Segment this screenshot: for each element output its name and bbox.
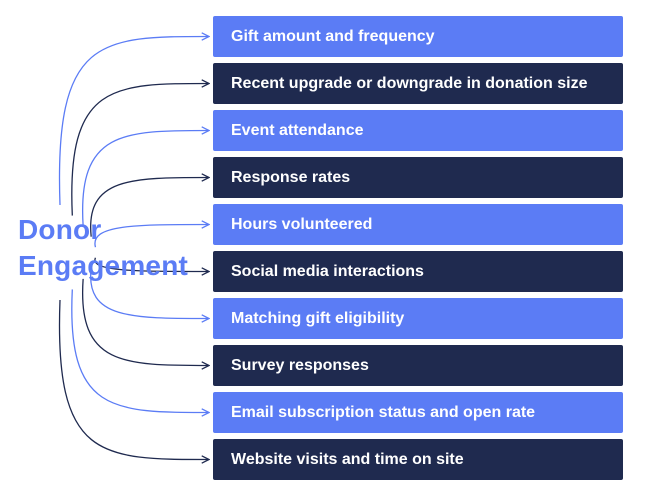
connector-arrow [71, 289, 209, 412]
connector-arrow [81, 131, 209, 227]
item-label: Gift amount and frequency [231, 27, 435, 45]
item-label: Recent upgrade or downgrade in donation … [231, 74, 588, 92]
item-box: Recent upgrade or downgrade in donation … [213, 63, 623, 104]
item-box: Event attendance [213, 110, 623, 151]
item-box: Response rates [213, 157, 623, 198]
connector-arrow [58, 37, 209, 206]
connector-arrow [71, 84, 209, 216]
connector-arrow [81, 278, 209, 366]
root-label-line1: Donor [18, 214, 102, 245]
root-label: Donor Engagement [18, 212, 188, 284]
connector-arrow [58, 299, 209, 460]
item-label: Response rates [231, 168, 351, 186]
item-box: Email subscription status and open rate [213, 392, 623, 433]
root-label-line2: Engagement [18, 250, 189, 281]
item-label: Hours volunteered [231, 215, 373, 233]
item-label: Survey responses [231, 356, 369, 374]
item-label: Event attendance [231, 121, 364, 139]
connector-arrow [90, 268, 209, 318]
item-label: Matching gift eligibility [231, 309, 405, 327]
item-box: Matching gift eligibility [213, 298, 623, 339]
item-box: Gift amount and frequency [213, 16, 623, 57]
item-box: Website visits and time on site [213, 439, 623, 480]
connector-arrow [90, 178, 209, 237]
item-box: Social media interactions [213, 251, 623, 292]
connector-arrow [94, 257, 209, 272]
item-box: Hours volunteered [213, 204, 623, 245]
item-label: Website visits and time on site [231, 450, 464, 468]
item-label: Email subscription status and open rate [231, 403, 536, 421]
item-label: Social media interactions [231, 262, 424, 280]
connector-arrow [94, 225, 209, 248]
item-box: Survey responses [213, 345, 623, 386]
